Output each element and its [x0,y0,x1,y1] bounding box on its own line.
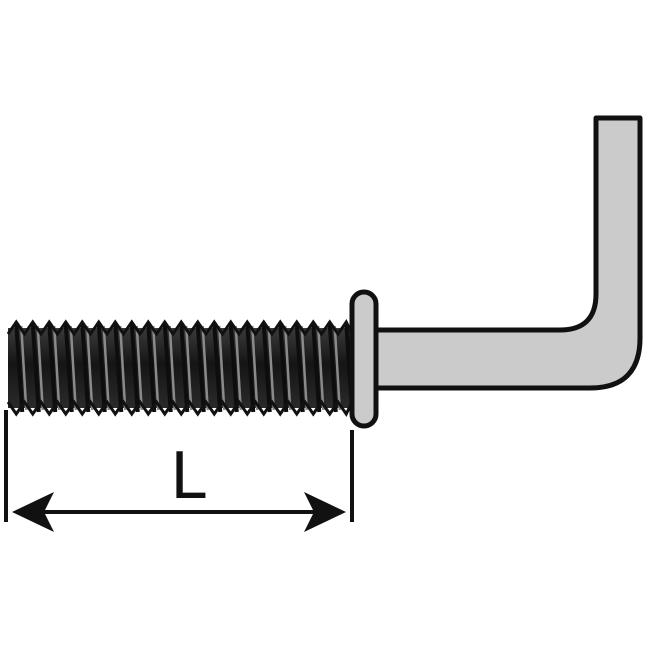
length-dimension: L [4,410,354,532]
threaded-shank [6,319,358,417]
thread-crest-top [6,319,354,337]
thread-root-line [261,323,272,413]
dimension-label-l: L [170,440,206,514]
bent-hook [367,115,643,391]
thread-root-line [129,323,140,413]
thread-crest-highlight [86,325,94,411]
thread-crest-highlight [234,325,242,411]
thread-crest-highlight [267,325,275,411]
thread-root-line [278,323,289,413]
thread-root-line [146,323,157,413]
thread-root-line [228,323,239,413]
thread-crest-highlight [317,325,325,411]
thread-crest-highlight [185,325,193,411]
thread-crest-highlight [135,325,143,411]
thread-root-line [311,323,322,413]
thread-crest-highlight [333,325,341,411]
thread-root-line [80,323,91,413]
arrowhead-left [12,492,54,532]
thread-crest-highlight [102,325,110,411]
thread-crest-highlight [69,325,77,411]
thread-crest-highlight [201,325,209,411]
thread-root-line [63,323,74,413]
thread-root-line [113,323,124,413]
thread-root-line [327,323,338,413]
thread-crest-highlight [218,325,226,411]
thread-crest-highlight [152,325,160,411]
thread-helix [14,323,358,413]
thread-root-line [294,323,305,413]
thread-root-line [179,323,190,413]
collar [349,289,379,429]
thread-crest-highlight [168,325,176,411]
thread-crest-highlight [20,325,28,411]
thread-root-line [14,323,25,413]
thread-root-line [245,323,256,413]
thread-root-line [96,323,107,413]
arrowhead-right [304,492,346,532]
thread-root-line [162,323,173,413]
thread-crest-bottom [6,399,354,417]
thread-crest-highlight [119,325,127,411]
thread-root-line [195,323,206,413]
thread-crest-highlight [300,325,308,411]
thread-crest-highlight [36,325,44,411]
thread-crest-highlight [251,325,259,411]
thread-root-line [212,323,223,413]
thread-root-line [47,323,58,413]
thread-root-line [30,323,41,413]
thread-crest-highlight [284,325,292,411]
thread-crest-highlight [53,325,61,411]
